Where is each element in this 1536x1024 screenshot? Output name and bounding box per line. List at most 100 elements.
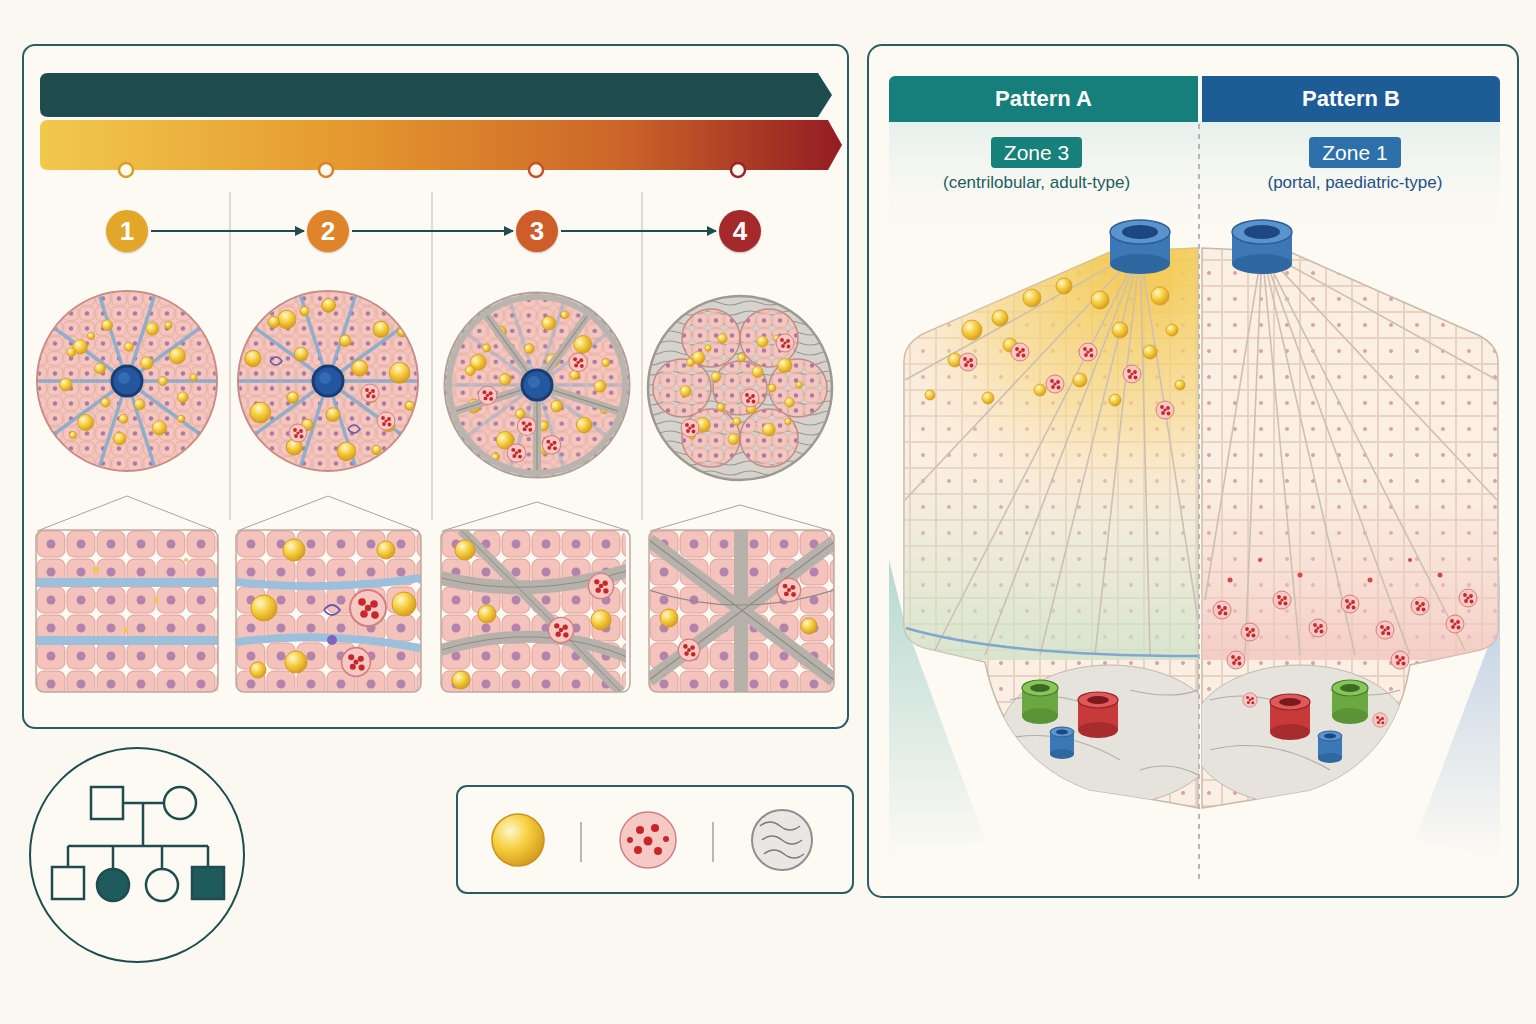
stage-dividers-part — [641, 192, 642, 520]
detail-stage-3-part — [441, 530, 630, 692]
lobule-stage-2-part — [219, 278, 439, 488]
node-label: Pattern B — [1302, 87, 1400, 111]
pedigree-part — [30, 748, 244, 962]
pedigree-part — [68, 845, 208, 848]
lobule-zone1-part-part-part — [1262, 250, 1355, 655]
detail-stage-3 — [441, 530, 630, 692]
pedigree-part — [164, 787, 196, 819]
detail-stage-2-part-part — [250, 539, 416, 678]
node-label: 3 — [530, 218, 544, 244]
detail-stage-1-part-part — [93, 558, 188, 633]
pedigree-part — [97, 869, 129, 901]
lobule-zone3-part-part-part — [982, 392, 994, 404]
lobule-stage-1-part-part — [32, 291, 222, 471]
pedigree-part — [161, 846, 164, 869]
portal-triad-part — [1050, 727, 1074, 737]
stage-arrow — [561, 230, 716, 232]
legend-icons-part-part — [634, 846, 642, 854]
pedigree-part — [207, 846, 210, 867]
legend-icons-part — [752, 810, 812, 870]
detail-stage-2-part-part-part — [285, 651, 307, 673]
lobule-zone3-part — [900, 240, 1220, 805]
stage-dividers-part — [229, 192, 230, 520]
pedigree-part — [192, 867, 224, 899]
node-caption: (portal, paediatric-type) — [1268, 173, 1443, 193]
detail-stage-3-part-part — [588, 573, 613, 598]
lobule-stage-2-part-part — [361, 384, 379, 402]
legend-icons-part-part — [636, 826, 644, 834]
time-bar — [40, 73, 832, 117]
lobule-stage-3-part-part — [439, 287, 635, 483]
lobule-zone1-part-part — [1391, 651, 1409, 669]
lobule-zone1-part-part — [1376, 621, 1394, 639]
lobule-zone3-part-part-part — [992, 310, 1008, 326]
detail-stage-1-part-part — [36, 578, 218, 587]
node-label: Pattern A — [995, 87, 1092, 111]
stage-number: 2 — [307, 210, 349, 252]
lobule-zone1 — [1190, 248, 1500, 808]
lobule-zone1-part-part-part — [1245, 250, 1262, 655]
lobule-stage-2-part-part — [348, 425, 360, 433]
portal-triad-part — [1270, 724, 1310, 740]
lobule-zone3-part-part-part — [985, 250, 1140, 655]
lobule-zone3-part-part-part — [1140, 250, 1198, 620]
legend-icons-part — [580, 822, 581, 862]
detail-stage-4 — [649, 530, 834, 692]
pedigree-part — [142, 803, 145, 846]
lobule-stage-3-part-part — [444, 306, 629, 483]
lobule-stage-4-part-part-part — [740, 409, 798, 467]
lobule-zone1-part-part-part — [1262, 250, 1410, 655]
detail-stage-1-part — [36, 530, 218, 692]
detail-stage-3-part-part-part — [591, 610, 611, 630]
lobule-stage-4-part-part — [741, 389, 759, 407]
lobule-zone1-part-part-part — [1205, 250, 1262, 600]
lobule-zone1-part-part — [1459, 589, 1477, 607]
lobule-zone3-part-part-part — [1023, 289, 1041, 307]
detail-stage-4-part-part — [649, 540, 834, 680]
detail-stage-4-part-part — [678, 639, 700, 661]
legend-icons-part — [712, 822, 713, 862]
lobule-zone3-part-part-part — [962, 320, 982, 340]
zonation-panel — [868, 45, 1518, 897]
lobule-zone3-part-part-part — [1040, 250, 1140, 655]
zoom-lines — [37, 496, 832, 531]
lobule-stage-3-part-part — [517, 417, 536, 436]
legend-icons-part-part — [762, 836, 802, 844]
legend-icons-part — [492, 814, 544, 866]
lobule-stage-4-part-part — [776, 334, 794, 352]
lobule-zone1-part-part-part — [1408, 558, 1412, 562]
lobule-zone1-part-part-part — [1262, 250, 1300, 655]
portal-triad-part — [1087, 696, 1109, 704]
lobule-zone3-part-part — [905, 250, 1198, 655]
lobule-zone1-part-part — [1273, 591, 1291, 609]
lobule-zone1-part-part — [1190, 665, 1410, 805]
pattern-header: Pattern B — [1202, 76, 1500, 122]
detail-stage-1-part-part — [36, 530, 218, 692]
node-label: Zone 3 — [991, 137, 1082, 168]
lobule-zone3-part-part-part — [935, 250, 1140, 650]
zoom-lines-part — [237, 496, 419, 531]
bar-dots — [119, 163, 745, 177]
portal-triad-part — [1022, 708, 1058, 724]
lobule-zone3-part-part — [1000, 665, 1220, 805]
lobule-zone3-part-part — [1123, 365, 1141, 383]
portal-triad-part — [1078, 692, 1118, 708]
lobule-stage-3-part — [522, 370, 552, 400]
detail-stage-2-part-part — [324, 605, 340, 615]
lobule-zone3-part-part-part — [1140, 250, 1150, 655]
central-vein-part — [1232, 220, 1292, 244]
pedigree-part — [112, 846, 115, 869]
pedigree — [30, 748, 244, 962]
legend-icons-part-part — [654, 847, 662, 855]
lobule-stage-2-part-part — [377, 412, 395, 430]
central-vein-part — [1122, 225, 1158, 239]
lobule-zone1-part-part — [1309, 619, 1327, 637]
portal-triad-part — [1270, 694, 1310, 710]
lobule-zone3-part-part — [900, 240, 1200, 660]
lobule-zone1-part-part — [1243, 693, 1257, 707]
lobule-stage-3-part-part — [444, 306, 629, 483]
lobule-zone1-part-part-part — [1262, 250, 1497, 500]
legend-icons-part-part — [644, 837, 653, 846]
